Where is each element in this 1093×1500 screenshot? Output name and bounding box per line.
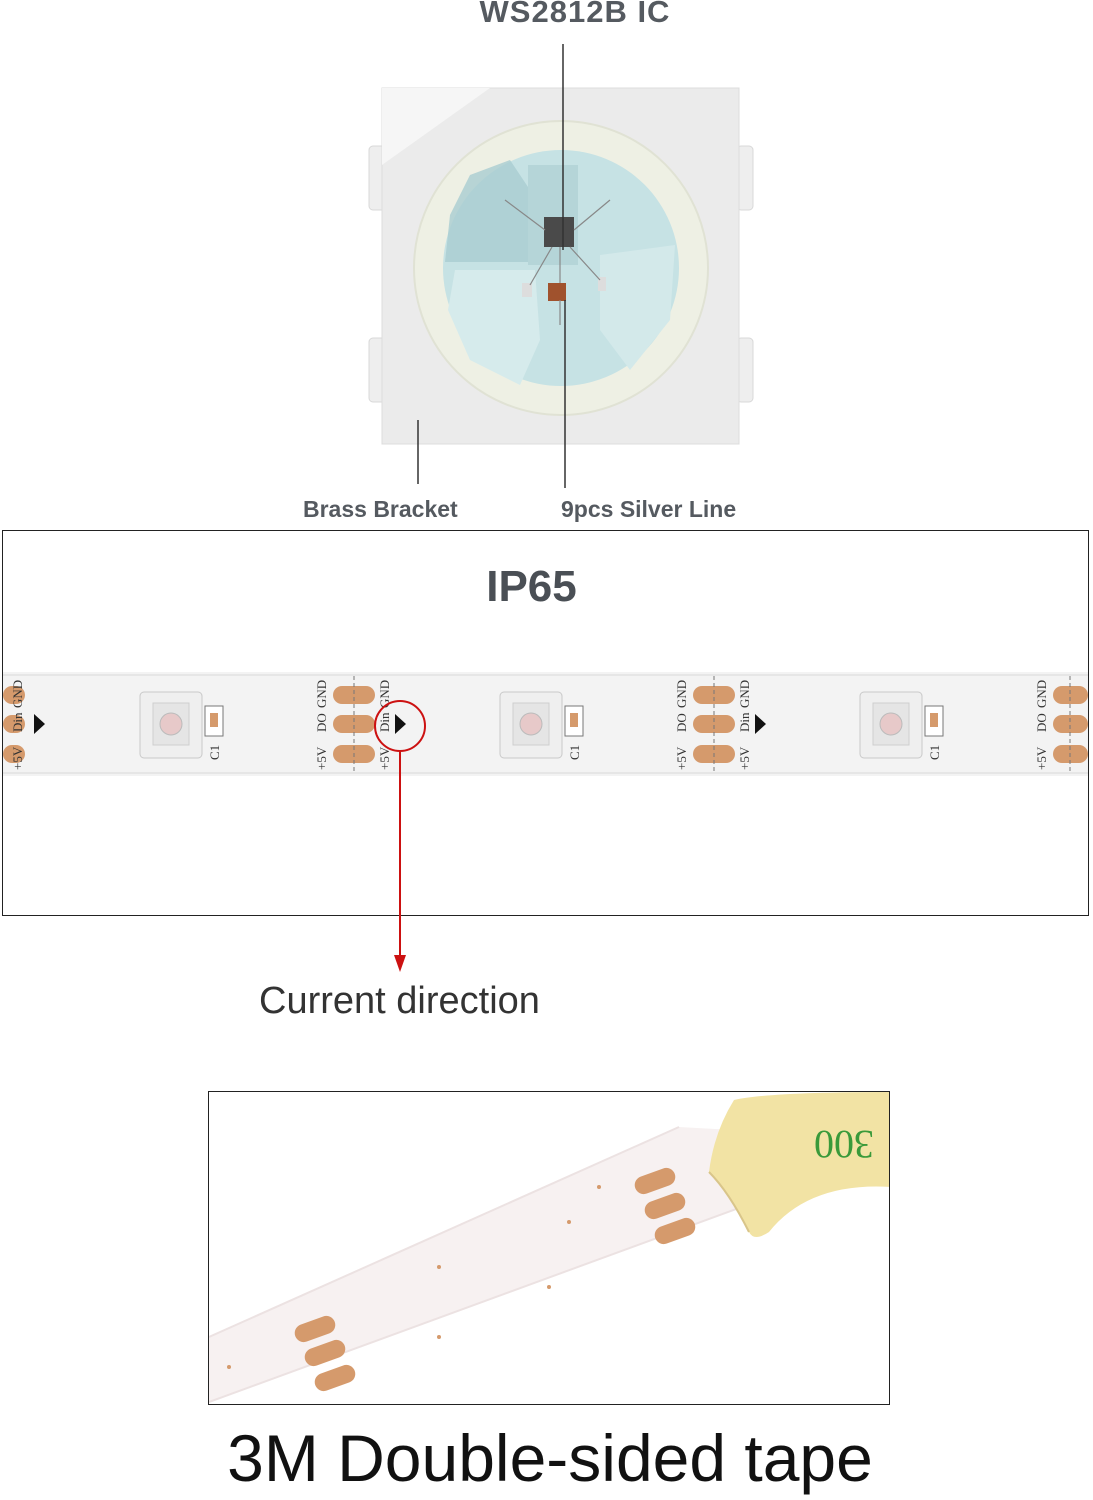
current-direction-label: Current direction <box>259 980 540 1022</box>
pad-label-plus5v: +5V <box>314 746 329 770</box>
pad-label-do: DO <box>1034 713 1049 732</box>
pad-label-do: DO <box>674 713 689 732</box>
tape-peel <box>709 1092 889 1237</box>
strip-led-3 <box>859 691 944 759</box>
tape-caption: 3M Double-sided tape <box>227 1421 873 1495</box>
strip-led-1 <box>139 691 224 759</box>
pad-label-plus5v: +5V <box>674 746 689 770</box>
pad-label-din: Din <box>737 712 752 732</box>
tape-solder-pads-lower <box>294 1315 356 1392</box>
pad-label-plus5v: +5V <box>1034 746 1049 770</box>
ip65-panel <box>2 530 1089 916</box>
pad-label-do: DO <box>314 713 329 732</box>
pad-label-gnd: GND <box>737 680 752 708</box>
tape-illustration: 300 <box>209 1092 889 1403</box>
pad-label-gnd: GND <box>377 680 392 708</box>
led-title: WS2812B IC <box>479 0 671 29</box>
led-package-highlight <box>382 88 490 165</box>
pad-label-plus5v: +5V <box>377 746 392 770</box>
silver-line-label: 9pcs Silver Line <box>561 496 737 522</box>
led-ic-die <box>544 217 574 247</box>
silver-bond-wires <box>504 199 611 325</box>
strip-direction-arrows <box>34 714 766 734</box>
ip-rating-label: IP65 <box>486 562 577 611</box>
pad-label-plus5v: +5V <box>10 746 25 770</box>
pad-label-din: Din <box>377 712 392 732</box>
cap-label-c1: C1 <box>567 745 582 760</box>
pad-label-plus5v: +5V <box>737 746 752 770</box>
cap-label-c1: C1 <box>927 745 942 760</box>
tape-strip-body <box>209 1127 769 1402</box>
pad-label-gnd: GND <box>1034 680 1049 708</box>
cap-label-c1: C1 <box>207 745 222 760</box>
pad-label-din: Din <box>10 712 25 732</box>
direction-arrow-head <box>394 955 406 972</box>
tape-roll-text: 300 <box>814 1122 874 1167</box>
solder-pads <box>3 686 1088 763</box>
led-emitter <box>548 283 566 301</box>
led-strip-diagram: +5V Din GND +5V DO GND +5V Din GND +5V D… <box>3 672 1088 972</box>
cut-lines <box>353 676 1071 772</box>
pad-label-gnd: GND <box>314 680 329 708</box>
tape-photo-panel: 300 <box>208 1091 890 1405</box>
strip-led-2 <box>499 691 584 759</box>
tape-solder-pads-upper <box>634 1167 696 1245</box>
pad-label-gnd: GND <box>674 680 689 708</box>
pad-label-gnd: GND <box>10 680 25 708</box>
brass-bracket-label: Brass Bracket <box>303 496 458 522</box>
led-closeup-diagram <box>368 44 754 488</box>
